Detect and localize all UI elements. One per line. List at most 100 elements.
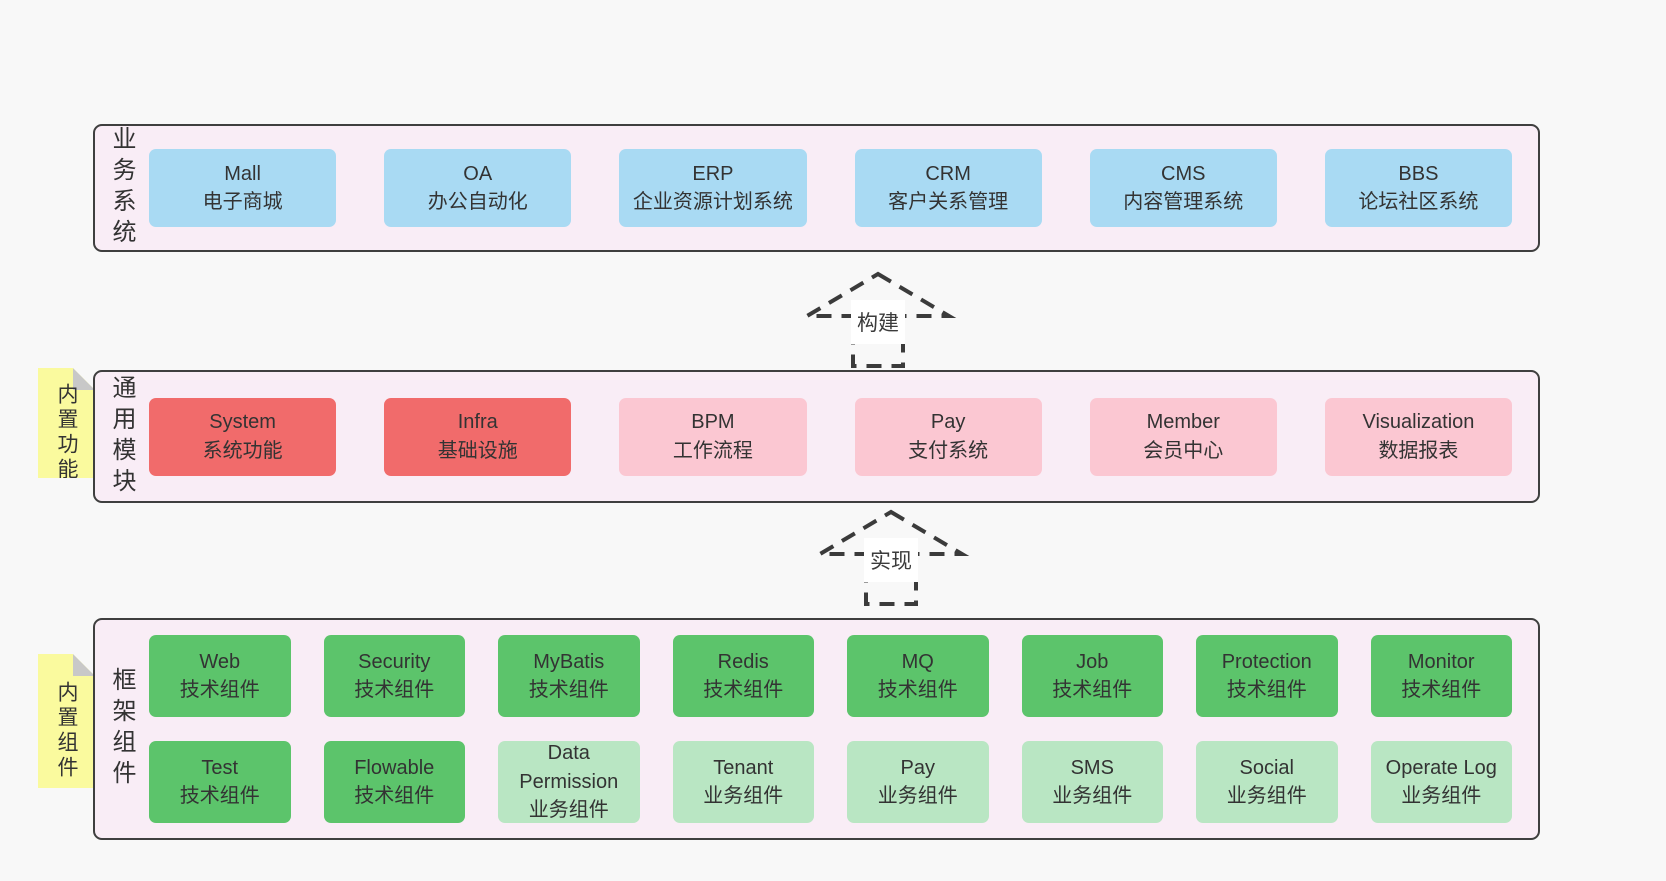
node-title: MyBatis: [533, 650, 605, 673]
arrow-implement: 实现: [807, 508, 975, 608]
node-subtitle: 支付系统: [908, 439, 989, 462]
section-label: 业务系统: [108, 126, 135, 250]
node-protection: Protection 技术组件: [1196, 635, 1338, 717]
node-subtitle: 会员中心: [1143, 439, 1224, 462]
node-subtitle: 客户关系管理: [888, 191, 1009, 213]
node-monitor: Monitor 技术组件: [1370, 635, 1512, 717]
node-title: BPM: [691, 411, 735, 434]
node-subtitle: 基础设施: [437, 439, 518, 462]
node-web: Web 技术组件: [149, 635, 291, 717]
node-title: Tenant: [713, 756, 774, 779]
section-rows: Mall 电子商城 OA 办公自动化 ERP 企业资源计划系统 CRM 客户关系管理 CMS 内容…: [143, 126, 1538, 250]
node-subtitle: 技术组件: [354, 679, 435, 701]
diagram-node-row: System 系统功能 Infra 基础设施 BPM 工作流程 Pay 支付系统 Member 会…: [149, 397, 1513, 476]
node-title: CRM: [925, 162, 971, 185]
sticky-note-built-in-components: 内置组件: [38, 654, 95, 788]
node-title: Mall: [224, 162, 261, 185]
node-mall: Mall 电子商城: [149, 149, 337, 227]
section-label: 框架组件: [108, 667, 135, 791]
node-title: Protection: [1221, 650, 1312, 673]
node-title: Social: [1239, 756, 1294, 779]
dashed-up-arrow-icon: [812, 509, 970, 606]
node-job: Job 技术组件: [1021, 635, 1163, 717]
node-erp: ERP 企业资源计划系统: [619, 149, 807, 227]
sticky-note-label: 内置组件: [55, 681, 78, 781]
node-title: Redis: [717, 650, 769, 673]
node-title: Member: [1146, 411, 1220, 434]
node-subtitle: 业务组件: [1052, 785, 1133, 807]
node-subtitle: 电子商城: [202, 191, 283, 213]
arrow-build: 构建: [794, 270, 962, 370]
node-title: Web: [199, 650, 241, 673]
node-title: Pay: [900, 756, 935, 779]
note-folded-corner-icon: [73, 654, 95, 676]
node-bpm: BPM 工作流程: [619, 397, 807, 476]
node-system: System 系统功能: [149, 397, 337, 476]
node-subtitle: 技术组件: [1401, 679, 1482, 701]
node-subtitle: 技术组件: [1226, 679, 1307, 701]
sticky-note-built-in-functions: 内置功能: [38, 368, 95, 478]
node-subtitle: 工作流程: [672, 439, 753, 462]
node-subtitle: 论坛社区系统: [1358, 191, 1479, 213]
node-title: Security: [358, 650, 431, 673]
node-subtitle: 数据报表: [1378, 439, 1459, 462]
node-tenant: Tenant 业务组件: [672, 741, 814, 823]
node-title: ERP: [692, 162, 734, 185]
sticky-note-label: 内置功能: [55, 383, 78, 483]
node-pay: Pay 支付系统: [854, 397, 1042, 476]
node-cms: CMS 内容管理系统: [1089, 149, 1277, 227]
node-visualization: Visualization 数据报表: [1324, 397, 1513, 476]
arrow-label: 实现: [864, 538, 918, 582]
node-title: Job: [1076, 650, 1109, 673]
node-redis: Redis 技术组件: [672, 635, 814, 717]
section-label: 通用模块: [108, 374, 135, 499]
node-title: Monitor: [1407, 650, 1475, 673]
node-title: SMS: [1070, 756, 1114, 779]
node-subtitle: 技术组件: [528, 679, 609, 701]
node-subtitle: 企业资源计划系统: [632, 191, 793, 213]
section-business-systems: 业务系统 Mall 电子商城 OA 办公自动化 ERP 企业资源计划系统 CRM 客户关系管理…: [93, 124, 1540, 252]
node-flowable: Flowable 技术组件: [323, 741, 465, 823]
section-rows: System 系统功能 Infra 基础设施 BPM 工作流程 Pay 支付系统 Member 会…: [143, 372, 1538, 501]
node-title: Visualization: [1362, 411, 1475, 434]
section-common-modules: 通用模块 System 系统功能 Infra 基础设施 BPM 工作流程 Pay 支付系统 Me…: [93, 370, 1540, 503]
node-subtitle: 业务组件: [703, 785, 784, 807]
node-infra: Infra 基础设施: [384, 397, 572, 476]
node-subtitle: 技术组件: [877, 679, 958, 701]
node-title: Flowable: [354, 756, 435, 779]
node-subtitle: 办公自动化: [427, 191, 528, 213]
diagram-node-row: Mall 电子商城 OA 办公自动化 ERP 企业资源计划系统 CRM 客户关系管理 CMS 内容…: [149, 149, 1513, 227]
node-title: Pay: [930, 411, 966, 434]
node-crm: CRM 客户关系管理: [854, 149, 1042, 227]
node-pay: Pay 业务组件: [847, 741, 989, 823]
node-security: Security 技术组件: [323, 635, 465, 717]
node-subtitle: 技术组件: [703, 679, 784, 701]
node-title: CMS: [1161, 162, 1206, 185]
node-title: OA: [463, 162, 493, 185]
node-title: Data Permission: [519, 742, 619, 793]
node-member: Member 会员中心: [1089, 397, 1277, 476]
node-social: Social 业务组件: [1196, 741, 1338, 823]
node-subtitle: 技术组件: [1052, 679, 1133, 701]
node-title: System: [209, 411, 276, 434]
node-subtitle: 业务组件: [1401, 785, 1482, 807]
node-subtitle: 技术组件: [354, 785, 435, 807]
node-oa: OA 办公自动化: [384, 149, 572, 227]
node-subtitle: 系统功能: [202, 439, 283, 462]
node-title: Infra: [457, 411, 498, 434]
node-subtitle: 技术组件: [179, 679, 260, 701]
arrow-label: 构建: [851, 300, 905, 344]
node-sms: SMS 业务组件: [1021, 741, 1163, 823]
node-subtitle: 业务组件: [1226, 785, 1307, 807]
node-subtitle: 内容管理系统: [1123, 191, 1244, 213]
node-subtitle: 业务组件: [877, 785, 958, 807]
node-title: Test: [201, 756, 239, 779]
node-title: MQ: [901, 650, 934, 673]
node-mq: MQ 技术组件: [847, 635, 989, 717]
